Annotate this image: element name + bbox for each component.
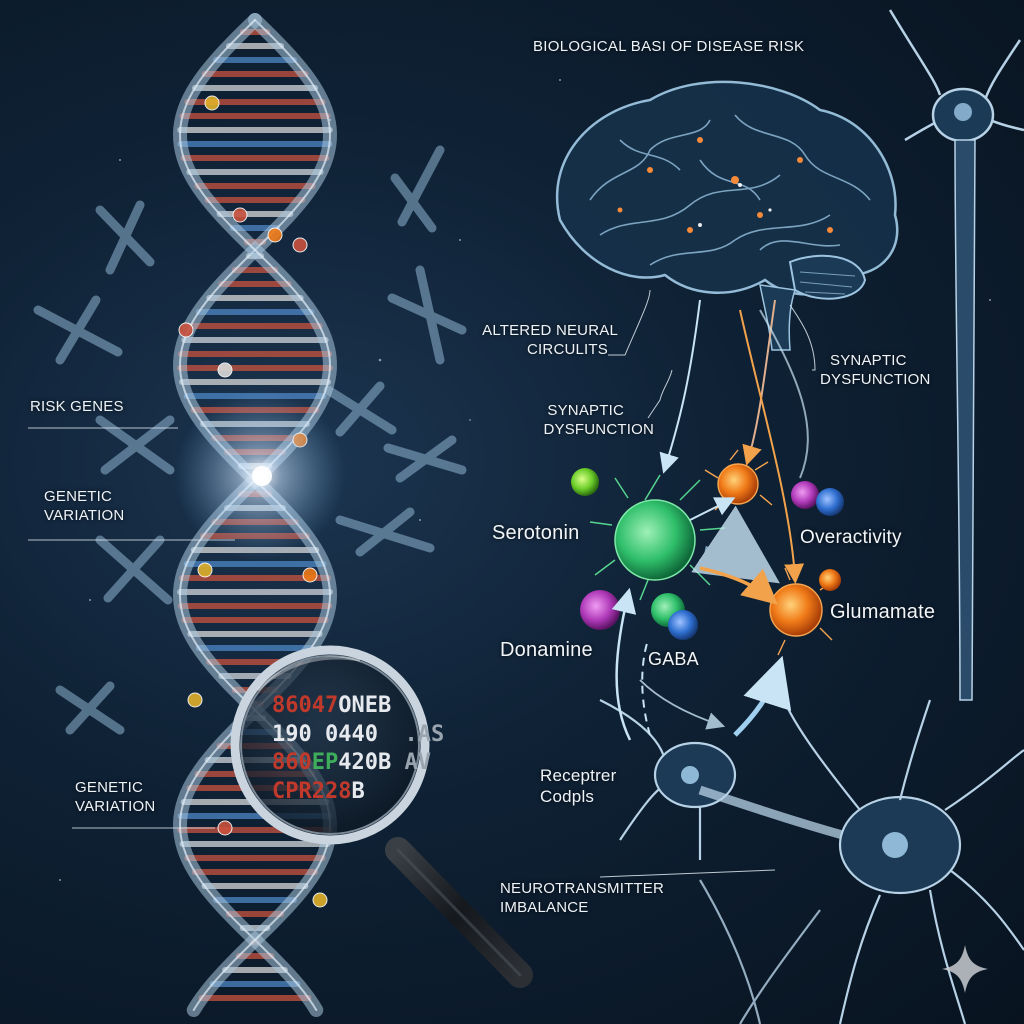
chromosome-icon	[33, 295, 123, 365]
gene-marker	[232, 207, 248, 223]
code-segment: .AS	[377, 721, 445, 747]
code-segment: 86047	[272, 693, 339, 718]
magnifying-glass-icon	[230, 645, 533, 988]
diagram-title: BIOLOGICAL BASI OF DISEASE RISK	[533, 38, 805, 55]
chromosome-icon	[383, 435, 467, 483]
chromosome-icon	[387, 265, 467, 365]
chromosome-icon	[95, 535, 173, 605]
blue-cell	[816, 488, 844, 516]
label-overactivity: Overactivity	[800, 527, 902, 548]
label-gaba: GABA	[648, 649, 699, 669]
small-orange-cell	[819, 569, 841, 591]
magnified-code-line: CPR228B	[272, 778, 444, 807]
brain-signal-pathways	[659, 299, 809, 584]
code-segment: ONEB	[338, 693, 392, 718]
label-synaptic-dysfunction-left: SYNAPTIC DYSFUNCTION	[543, 402, 654, 438]
neuron-illustration-bottom	[599, 689, 1024, 1024]
glutamate-cell	[754, 567, 833, 656]
gaba-cell-blue	[668, 610, 698, 640]
magnified-code-line: 190 0440 .AS	[272, 721, 444, 750]
gene-marker	[312, 892, 328, 908]
code-segment: 860	[272, 750, 312, 776]
serotonin-cell	[589, 474, 726, 601]
glow-core	[252, 466, 272, 486]
gene-marker	[204, 95, 220, 111]
chromosome-icon	[335, 507, 435, 557]
chromosome-icon	[390, 145, 445, 233]
sparkle-icon	[942, 945, 988, 993]
gene-marker	[197, 562, 213, 578]
label-receptor: Receptrer Codpls	[540, 766, 617, 807]
brain-illustration	[555, 80, 899, 351]
left-leader-lines	[28, 427, 235, 829]
interaction-arrows	[611, 497, 792, 741]
chromosome-icon	[323, 381, 397, 437]
orange-spiky-cell	[704, 449, 773, 511]
neuron-illustration-top	[888, 9, 1024, 701]
magnified-code-line: 860EP420B AV	[272, 749, 444, 778]
purple-cell	[791, 481, 819, 509]
lime-cell	[571, 468, 599, 496]
label-glumamate: Glumamate	[830, 601, 936, 623]
gene-marker	[217, 820, 233, 836]
label-genetic-variation-upper: GENETIC VARIATION	[44, 488, 125, 524]
chromosomes	[33, 145, 467, 735]
right-leader-lines	[599, 289, 816, 878]
gene-marker	[302, 567, 318, 583]
label-donamine: Donamine	[500, 639, 593, 661]
label-altered-neural-circuits: ALTERED NEURAL CIRCULITS	[482, 322, 618, 358]
code-segment: B	[351, 778, 365, 804]
gene-marker	[187, 692, 203, 708]
label-neurotransmitter-imbalance: NEUROTRANSMITTER IMBALANCE	[500, 880, 665, 916]
code-segment: 420B	[338, 750, 392, 776]
neurotransmitter-cells	[571, 449, 844, 656]
label-risk-genes: RISK GENES	[30, 398, 124, 415]
gene-marker	[267, 227, 283, 243]
code-segment: 190	[272, 721, 325, 747]
code-segment: AV	[391, 750, 431, 776]
dopamine-cell	[580, 590, 620, 630]
code-segment: 0440	[324, 721, 378, 747]
code-segment: 228	[311, 778, 352, 804]
code-segment: CPR	[272, 778, 312, 804]
label-serotonin: Serotonin	[492, 522, 580, 544]
gene-marker	[178, 322, 194, 338]
label-genetic-variation-lower: GENETIC VARIATION	[75, 779, 156, 815]
gene-marker	[292, 237, 308, 253]
code-segment: EP	[311, 750, 339, 776]
chromosome-icon	[95, 200, 155, 275]
chromosome-icon	[55, 681, 125, 735]
magnified-code-line: 86047ONEB	[272, 692, 444, 721]
gene-marker	[217, 362, 233, 378]
label-synaptic-dysfunction-right: SYNAPTIC DYSFUNCTION	[820, 352, 931, 388]
